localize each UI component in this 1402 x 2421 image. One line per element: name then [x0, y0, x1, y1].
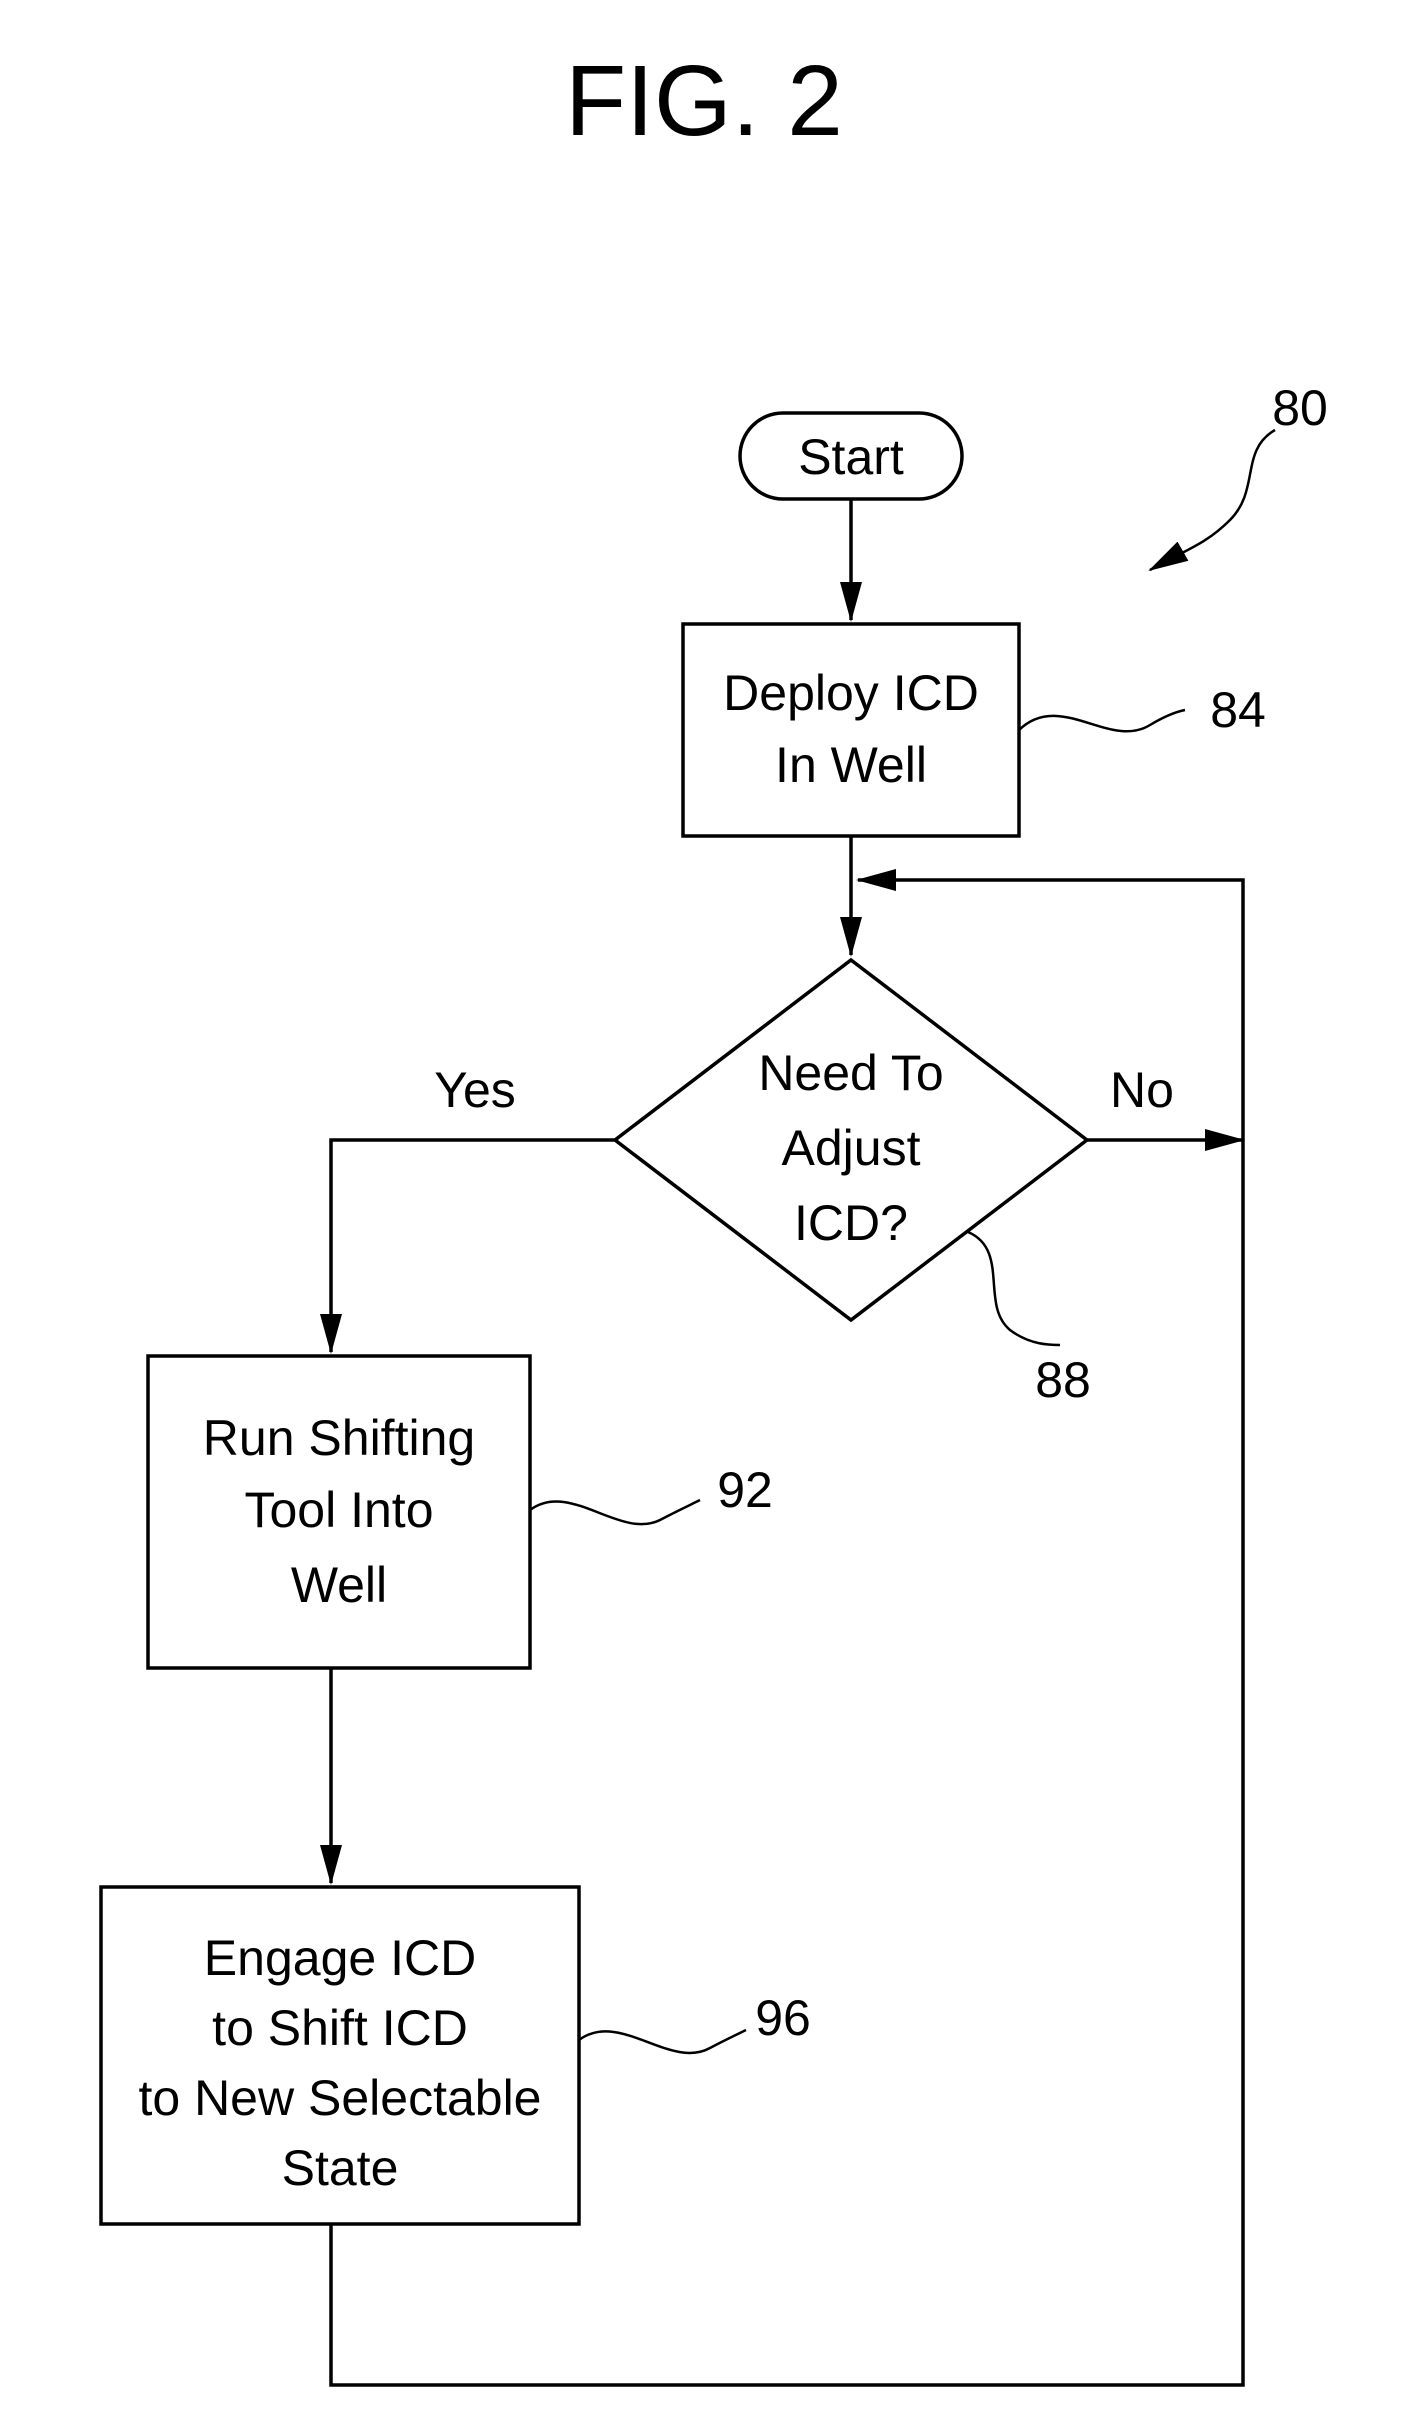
decision-reference-leader: [968, 1232, 1060, 1345]
run-tool-reference-leader: [530, 1500, 700, 1524]
deploy-label-line-2: In Well: [775, 737, 927, 793]
decision-label-line-2: Adjust: [782, 1120, 921, 1176]
engage-label-line-1: Engage ICD: [204, 1930, 476, 1986]
figure-reference-leader-arrow: [1150, 430, 1275, 570]
run-tool-label-line-1: Run Shifting: [203, 1410, 475, 1466]
decision-label-line-3: ICD?: [794, 1195, 908, 1251]
no-branch-label: No: [1110, 1062, 1174, 1118]
process-box-deploy-icd: Deploy ICD In Well: [683, 624, 1019, 836]
process-box-engage-icd: Engage ICD to Shift ICD to New Selectabl…: [101, 1887, 579, 2224]
decision-label-line-1: Need To: [758, 1045, 943, 1101]
connector-yes-to-run-tool: [331, 1140, 615, 1352]
yes-branch-label: Yes: [434, 1062, 516, 1118]
engage-label-line-4: State: [282, 2140, 399, 2196]
deploy-label-line-1: Deploy ICD: [723, 665, 979, 721]
start-label: Start: [798, 429, 904, 485]
run-tool-reference-numeral: 92: [717, 1462, 773, 1518]
deploy-reference-leader: [1019, 710, 1185, 731]
deploy-reference-numeral: 84: [1210, 682, 1266, 738]
decision-reference-numeral: 88: [1035, 1352, 1091, 1408]
run-tool-label-line-3: Well: [291, 1557, 387, 1613]
decision-diamond-adjust-icd: Need To Adjust ICD?: [615, 960, 1087, 1320]
engage-reference-leader: [579, 2030, 746, 2053]
figure-title: FIG. 2: [565, 45, 843, 157]
run-tool-label-line-2: Tool Into: [244, 1482, 433, 1538]
engage-label-line-3: to New Selectable: [138, 2070, 541, 2126]
engage-label-line-2: to Shift ICD: [212, 2000, 468, 2056]
engage-reference-numeral: 96: [755, 1990, 811, 2046]
figure-reference-numeral: 80: [1272, 380, 1328, 436]
start-terminal: Start: [740, 413, 962, 499]
process-box-run-shifting-tool: Run Shifting Tool Into Well: [148, 1356, 530, 1668]
